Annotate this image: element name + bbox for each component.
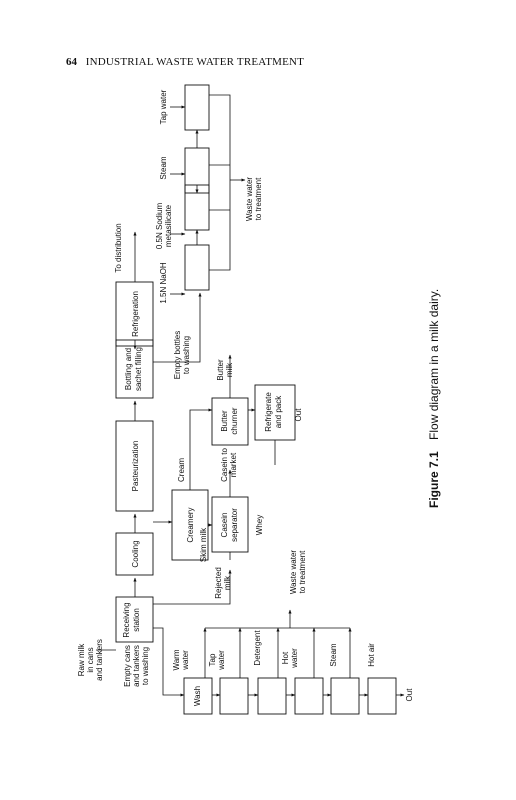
svg-text:Rejected: Rejected [214,567,223,599]
butter-milk-label: Butter milk [216,359,234,381]
receiving-station-label: Receiving station [122,602,141,637]
warm-water-label: Warm water [172,649,190,671]
hot-air-box [367,677,397,715]
svg-text:separator: separator [230,508,239,542]
bottling-box [115,339,154,399]
hot-water-rinse-box [294,677,324,715]
refrigerate-pack-label: Refrigerate and pack [264,392,283,432]
hot-air-label: Hot air [367,643,376,667]
svg-text:water: water [290,648,299,669]
naoh-box [184,244,210,291]
running-title: INDUSTRIAL WASTE WATER TREATMENT [85,56,305,68]
dairy-out-label: Out [294,408,303,422]
page-header: 64 INDUSTRIAL WASTE WATER TREATMENT [66,56,304,68]
detergent-label: Detergent [253,630,262,666]
detergent-wash-box [257,677,287,715]
empty-bottles-label: Empty bottles to washing [173,331,191,379]
steam-box [330,677,360,715]
cream-label: Cream [177,458,186,482]
svg-text:Warm: Warm [172,649,181,670]
can-out-label: Out [405,688,414,702]
bottle-tap-water-box [184,84,210,131]
svg-text:Empty bottles: Empty bottles [173,331,182,379]
svg-text:to treatment: to treatment [254,177,263,220]
page-number: 64 [66,56,77,68]
metasilicate-label: 0.5N Sodium metasilicate [155,203,173,250]
empty-cans-label: Empty cans and tankers to washing [123,645,150,687]
casein-to-market-label: Casein to market [220,448,238,482]
svg-text:Waste water: Waste water [289,550,298,594]
svg-text:Hot: Hot [281,651,290,664]
svg-text:Waste water: Waste water [245,177,254,221]
svg-text:sachet filling: sachet filling [134,347,143,391]
whey-label: Whey [255,515,264,535]
svg-text:Casein: Casein [220,513,229,538]
cooling-box [115,532,154,576]
svg-text:churner: churner [230,407,239,434]
svg-text:metasilicate: metasilicate [164,204,173,247]
casein-separator-label: Casein separator [220,508,239,542]
bottle-waste-water-label: Waste water to treatment [245,177,263,221]
bottling-label: Bottling and sachet filling [124,347,143,391]
can-waste-water-label: Waste water to treatment [289,550,307,594]
svg-text:Butter: Butter [216,359,225,381]
svg-text:0.5N Sodium: 0.5N Sodium [155,203,164,250]
svg-text:to treatment: to treatment [298,550,307,593]
svg-text:Casein to: Casein to [220,448,229,482]
receiving-station-box [115,596,154,643]
skim-milk-label: Skim milk [199,527,208,562]
pasteurization-label: Pasteurization [131,441,140,492]
svg-text:station: station [132,608,141,632]
figure-caption-text: Flow diagram in a milk dairy. [427,288,441,440]
svg-text:Butter: Butter [220,410,229,432]
svg-text:water: water [217,650,226,671]
svg-text:Empty cans: Empty cans [123,645,132,687]
svg-text:in cans: in cans [86,647,95,672]
svg-text:Raw milk: Raw milk [77,643,86,676]
cooling-label: Cooling [131,540,140,567]
bottle-steam-label: Steam [159,156,168,179]
svg-text:to washing: to washing [182,336,191,374]
raw-milk-label: Raw milk in cans and tankers [77,639,104,681]
svg-text:and tankers: and tankers [132,645,141,687]
svg-text:Refrigerate: Refrigerate [264,392,273,432]
svg-text:market: market [229,452,238,477]
refrigeration-label: Refrigeration [131,291,140,337]
svg-text:Receiving: Receiving [122,602,131,637]
figure-caption: Figure 7.1 Flow diagram in a milk dairy. [427,268,447,508]
svg-text:and pack: and pack [274,395,283,428]
svg-text:milk: milk [225,362,234,377]
svg-text:water: water [181,650,190,671]
creamery-label: Creamery [186,507,195,542]
svg-text:milk: milk [223,575,232,590]
svg-text:Tap: Tap [208,653,217,666]
svg-text:and tankers: and tankers [95,639,104,681]
bottle-tap-water-label: Tap water [159,89,168,124]
butter-churner-label: Butter churner [220,407,239,434]
hot-water-label: Hot water [281,648,299,669]
can-tap-water-label: Tap water [208,650,226,671]
figure-label: Figure 7.1 [427,451,441,508]
rejected-milk-label: Rejected milk [214,567,232,599]
wash-label: Wash [193,686,202,706]
to-distribution-label: To distribution [114,223,123,272]
pasteurization-box [115,420,154,512]
naoh-label: 1.5N NaOH [159,262,168,304]
svg-text:Bottling and: Bottling and [124,348,133,390]
tap-water-rinse-box [219,677,249,715]
svg-text:to washing: to washing [141,647,150,685]
can-steam-label: Steam [329,643,338,666]
